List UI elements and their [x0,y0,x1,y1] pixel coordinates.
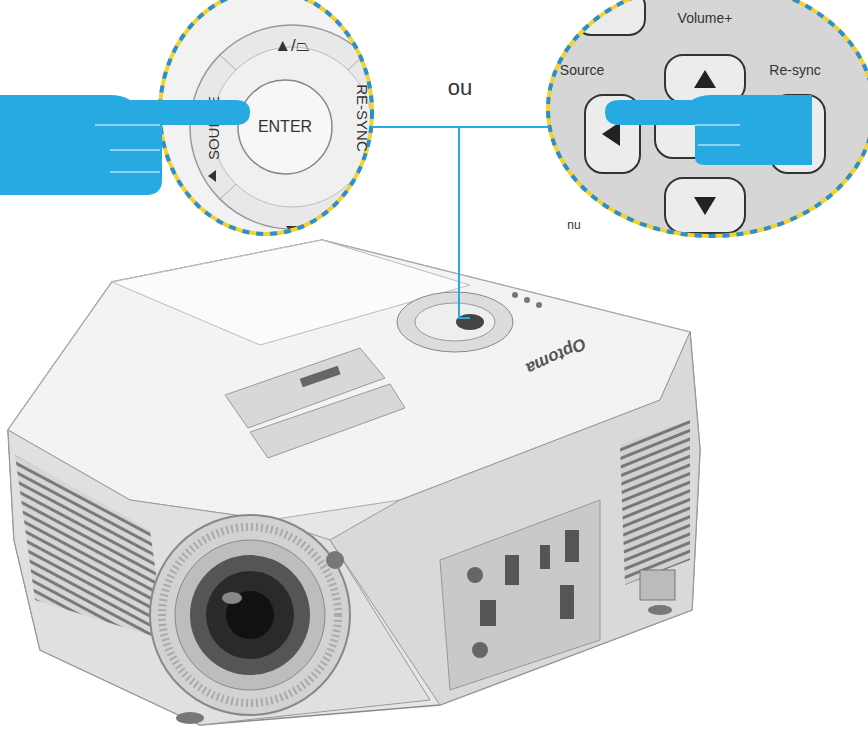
remote-button [655,110,755,158]
connector-panel [440,500,600,690]
enter-button [456,314,484,330]
remote-button [665,55,745,103]
foot [648,605,672,615]
projector-body [8,240,700,725]
lens-ring [162,527,338,703]
button-border [238,80,332,174]
callout-border [548,0,868,236]
keypad [415,303,495,341]
button-label: ▲/⏢ [274,37,310,54]
button-label: nu [567,219,580,231]
zoom-callout: ▲/⏢ SOURCE RE-SYNC ENTER [158,0,374,236]
keypad-ring [190,25,394,229]
remote-button [585,95,640,173]
remote-button [665,178,745,233]
zoom-callout: Volume+ Source Re-sync nu [546,0,868,238]
callout-border [160,0,372,234]
button-label: Volume+ [678,11,733,25]
connector-line [371,126,549,128]
projector [8,240,700,725]
port [467,567,483,583]
lens-highlight [222,592,242,604]
button-label: RE-SYNC [355,84,370,152]
pointing-hand [0,95,250,195]
node-outline [546,0,868,238]
led [512,292,518,298]
led [536,302,542,308]
keypad [397,292,513,352]
keypad-ring [212,47,372,207]
down-arrow [694,197,716,215]
vent [15,455,165,640]
ir-sensor [326,551,344,569]
button-label: Source [560,63,604,77]
hand-detail [695,125,740,145]
port [540,545,550,569]
remote-button [770,95,825,173]
port [565,530,579,562]
remote-zoom [540,0,868,250]
pointing-hand [605,95,812,165]
lens-ring [175,540,325,690]
remote-zoom-bg [540,0,868,250]
slider-knob [300,366,341,388]
led [524,297,530,303]
port [505,555,519,585]
button-label: SOURCE [206,96,221,160]
hand-detail [95,125,160,172]
callout-border [548,0,868,236]
left-arrow [208,170,216,182]
callout-border [160,0,372,234]
focus-slider [250,384,405,458]
lens-ring [150,515,350,715]
ring-divider [220,184,236,199]
port [560,585,574,619]
leader-line [459,127,470,318]
lens [190,555,310,675]
label: ou [448,77,472,99]
button-circle: ENTER [237,79,333,175]
lens [206,571,294,659]
up-arrow [694,70,716,88]
foot [176,712,204,724]
left-arrow [602,122,620,146]
ring-divider [220,55,236,70]
button-label: ENTER [258,119,312,135]
port [480,600,496,626]
keypad-zoom [150,0,394,250]
button-label: Re-sync [769,63,820,77]
port [472,642,488,658]
power-socket [640,570,675,600]
vent [620,420,690,585]
